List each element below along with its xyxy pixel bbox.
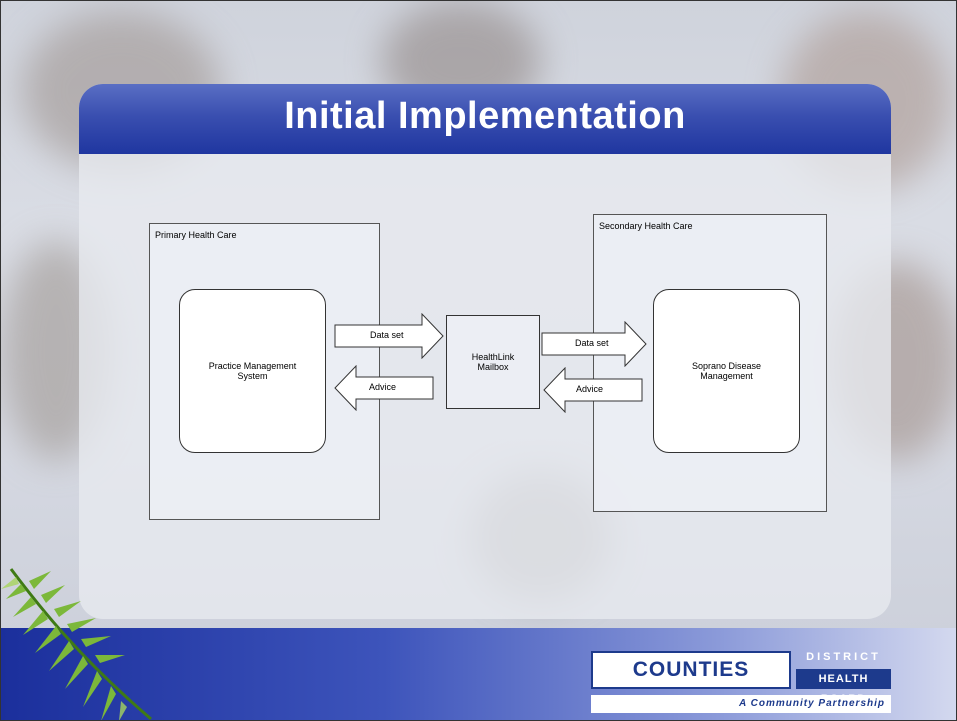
- mailbox-label: HealthLink Mailbox: [471, 352, 515, 372]
- slide-title: Initial Implementation: [284, 95, 686, 137]
- right-arrow-shape: [541, 321, 647, 367]
- advice-label-left: Advice: [369, 382, 397, 392]
- data-set-arrow-left: Data set: [334, 313, 444, 359]
- practice-management-system-box: Practice Management System: [179, 289, 326, 453]
- soprano-disease-management-box: Soprano Disease Management: [653, 289, 800, 453]
- advice-label-right: Advice: [576, 384, 604, 394]
- logo-main-text: COUNTIES MANUKAU: [591, 651, 791, 715]
- practice-management-label: Practice Management System: [208, 361, 297, 381]
- data-set-arrow-right: Data set: [541, 321, 647, 367]
- counties-manukau-logo: COUNTIES MANUKAU DISTRICT HEALTH BOARD A…: [591, 651, 891, 715]
- healthlink-mailbox-box: HealthLink Mailbox: [446, 315, 540, 409]
- soprano-label: Soprano Disease Management: [691, 361, 762, 381]
- primary-container-label: Primary Health Care: [155, 230, 237, 240]
- data-set-label-left: Data set: [370, 330, 404, 340]
- left-arrow-shape: [543, 367, 643, 413]
- advice-arrow-right: Advice: [543, 367, 643, 413]
- right-arrow-shape: [334, 313, 444, 359]
- logo-tagline: A Community Partnership: [591, 695, 891, 713]
- fern-icon: [1, 568, 152, 720]
- logo-health-board-text: HEALTH BOARD: [796, 669, 891, 705]
- logo-district-text: DISTRICT: [806, 651, 881, 663]
- left-arrow-shape: [334, 365, 434, 411]
- data-set-label-right: Data set: [575, 338, 609, 348]
- title-bar: [79, 84, 891, 154]
- advice-arrow-left: Advice: [334, 365, 434, 411]
- secondary-container-label: Secondary Health Care: [599, 221, 693, 231]
